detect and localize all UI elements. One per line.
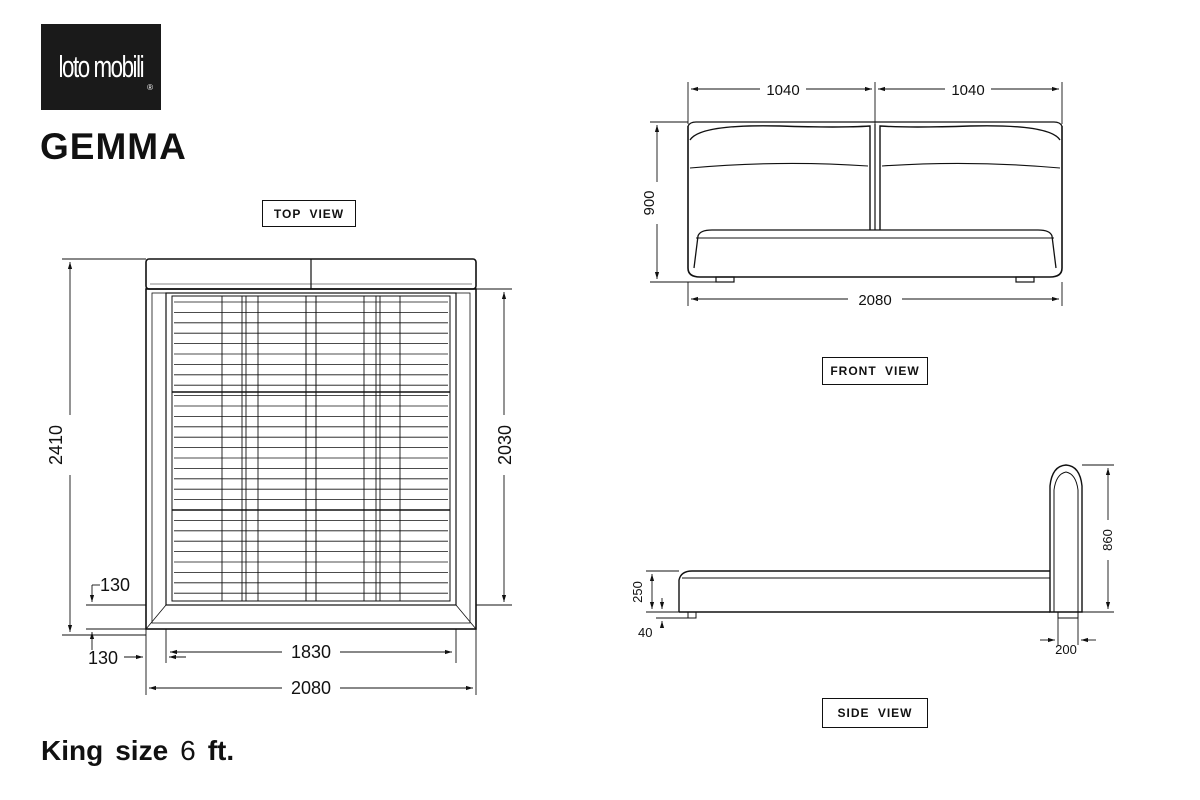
product-title: GEMMA [40, 126, 187, 167]
dim-front-total-width: 2080 [858, 292, 891, 309]
top-frame-outer [145, 288, 477, 630]
dim-side-headboard-depth: 200 [1055, 642, 1077, 657]
slat-support-bar [363, 295, 377, 602]
size-unit: ft. [207, 735, 235, 766]
top-view-dimension-labels: 2410 2030 130 130 1830 2080 [46, 425, 515, 698]
front-base [693, 229, 1057, 269]
dim-top-total-width: 2080 [291, 678, 331, 698]
size-label: King [41, 735, 104, 766]
dim-top-mattress-width: 1830 [291, 642, 331, 662]
dim-top-frame-side: 130 [88, 648, 118, 668]
front-view-drawing [687, 121, 1063, 283]
size-caption: King size 6 ft. [41, 735, 234, 767]
dim-top-mattress-length: 2030 [495, 425, 515, 465]
side-view-label: SIDE VIEW [822, 698, 928, 728]
side-view-dimension-labels: 860 250 40 200 [630, 529, 1115, 657]
front-left-cushion [689, 125, 871, 230]
side-base [678, 570, 1050, 612]
top-view-label: TOP VIEW [262, 200, 356, 227]
top-view-dimensions [62, 258, 512, 695]
front-view-dimensions [650, 82, 1063, 306]
front-right-cushion [879, 125, 1061, 230]
side-view-drawing [678, 464, 1083, 619]
size-word: size [115, 735, 169, 766]
bed-slats [174, 301, 448, 594]
slat-support-bar [379, 295, 401, 602]
dim-top-total-length: 2410 [46, 425, 66, 465]
side-foot-front [687, 611, 697, 619]
dim-side-foot-height: 40 [638, 625, 652, 640]
dim-front-half-left: 1040 [766, 82, 799, 99]
dim-front-height: 900 [641, 190, 658, 215]
side-view-dimensions [646, 464, 1114, 645]
dim-top-frame-top: 130 [100, 575, 130, 595]
logo-text: loto mobili [58, 49, 145, 84]
front-foot-left [715, 276, 735, 283]
dim-side-base-height: 250 [630, 581, 645, 603]
front-view-label: FRONT VIEW [822, 357, 928, 385]
front-view-dimension-labels: 1040 1040 900 2080 [641, 82, 985, 309]
size-value: 6 [180, 735, 196, 766]
slat-support-bar [221, 295, 243, 602]
brand-logo: loto mobili ® [41, 24, 161, 110]
slat-support-bar [245, 295, 259, 602]
top-mattress-area [165, 292, 457, 606]
logo-registered-mark: ® [147, 83, 153, 92]
top-view-drawing [145, 258, 477, 630]
dim-front-half-right: 1040 [951, 82, 984, 99]
side-headboard [1049, 464, 1083, 613]
front-foot-right [1015, 276, 1035, 283]
dim-side-headboard-height: 860 [1100, 529, 1115, 551]
side-foot-rear [1057, 611, 1079, 619]
top-slat-panel [171, 295, 451, 602]
